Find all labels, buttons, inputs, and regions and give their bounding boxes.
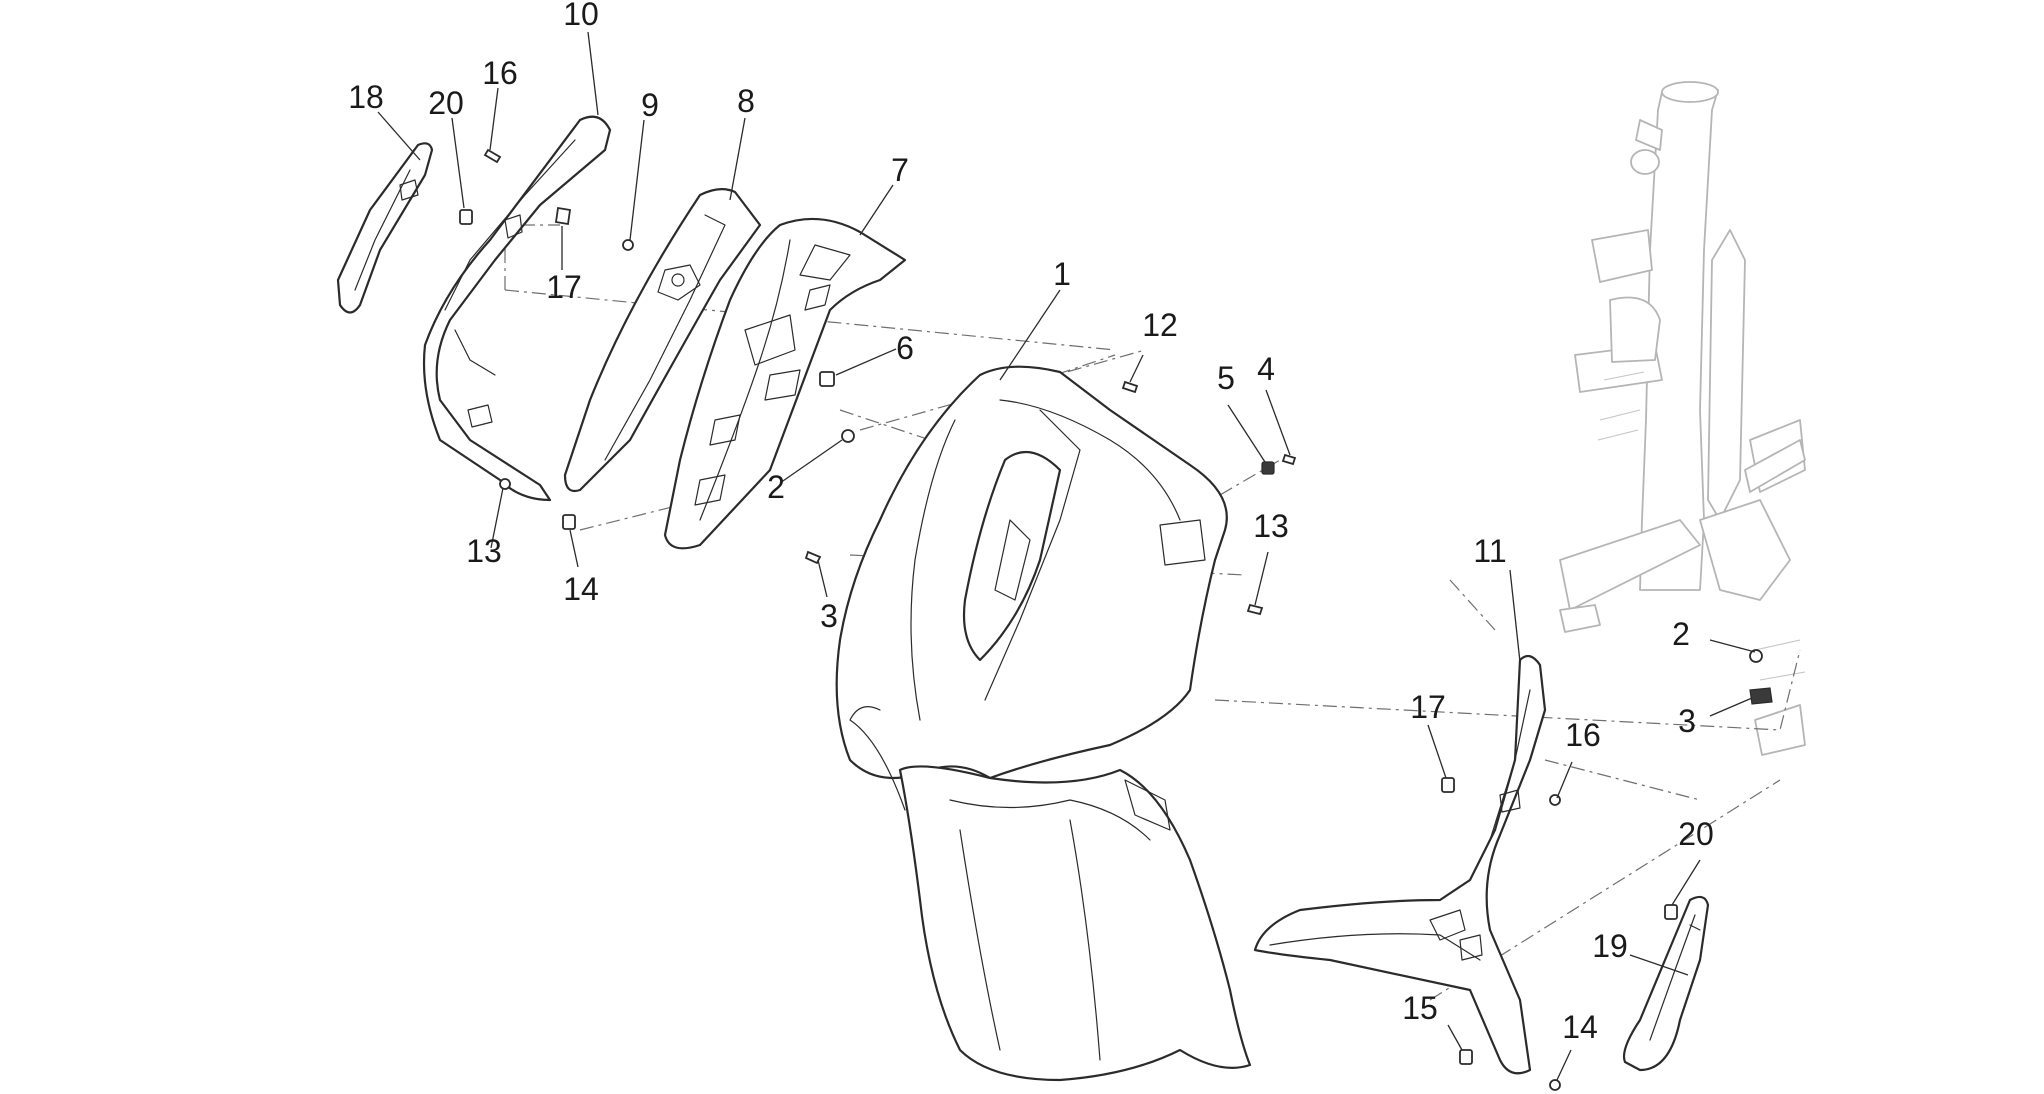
callout-15-left: 14 <box>563 571 599 607</box>
inner-panel <box>663 217 907 550</box>
leader-lines <box>377 31 1756 1081</box>
callout-4: 3 <box>1678 703 1696 739</box>
callout-6: 5 <box>1217 360 1235 396</box>
callout-7: 7 <box>891 152 909 188</box>
hardware-fasteners <box>459 148 1773 1091</box>
callout-14-right: 14 <box>1562 1009 1598 1045</box>
right-cover-piece <box>1622 895 1710 1072</box>
callout-12: 11 <box>1473 533 1506 569</box>
callout-3: 3 <box>820 598 838 634</box>
right-trim <box>1253 654 1547 1075</box>
steering-frame-outline <box>1559 81 1806 756</box>
callout-labels: 10 18 20 16 17 9 8 7 6 2 3 1 12 5 4 13 1… <box>348 0 1714 1045</box>
callout-20-left: 20 <box>428 85 464 121</box>
callout-16-right: 16 <box>1565 717 1601 753</box>
left-cover-piece <box>336 142 434 314</box>
callout-11: 10 <box>563 0 599 32</box>
callout-13-top: 12 <box>1142 307 1178 343</box>
left-trim <box>422 115 612 502</box>
callout-16-left: 16 <box>482 55 518 91</box>
callout-14-left: 13 <box>466 533 502 569</box>
callout-17-left: 17 <box>546 269 582 305</box>
front-shield <box>835 365 1252 1082</box>
callout-1: 1 <box>1053 256 1071 292</box>
callout-15-right: 15 <box>1402 990 1438 1026</box>
callout-8: 8 <box>737 83 755 119</box>
callout-2-left: 2 <box>767 469 785 505</box>
callout-5: 4 <box>1257 351 1275 387</box>
callout-13-lower: 13 <box>1253 508 1289 544</box>
callout-17-right: 17 <box>1410 689 1446 725</box>
callout-18: 18 <box>348 79 384 115</box>
callout-19: 19 <box>1592 928 1628 964</box>
callout-9: 9 <box>641 87 659 123</box>
callout-20-right: 20 <box>1678 816 1714 852</box>
callout-10: 6 <box>896 330 914 366</box>
callout-2-right: 2 <box>1672 616 1690 652</box>
center-strip <box>563 188 762 493</box>
